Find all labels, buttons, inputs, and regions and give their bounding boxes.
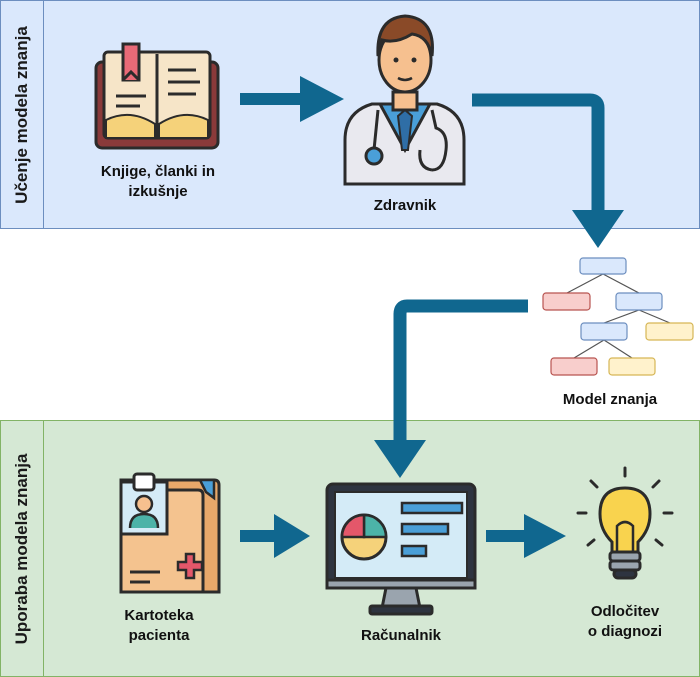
doctor-icon (343, 14, 466, 186)
model-label: Model znanja (562, 391, 658, 408)
decision-label: Odločitev o diagnozi (560, 602, 690, 642)
learning-panel-tab: Učenje modela znanja (1, 1, 44, 228)
doctor-label: Zdravnik (373, 197, 437, 214)
decision-label-line1: Odločitev (590, 603, 660, 620)
books-label-line2: izkušnje (128, 183, 188, 200)
books-label: Knjige, članki in izkušnje (80, 162, 236, 202)
patient-file-label-line1: Kartoteka (124, 607, 194, 624)
arrow-file-to-computer (240, 514, 310, 558)
computer-icon (325, 482, 477, 616)
patient-file-label: Kartoteka pacienta (96, 606, 222, 646)
computer-label: Računalnik (360, 627, 442, 644)
patient-file-icon (119, 472, 221, 594)
book-icon (94, 42, 220, 150)
knowledge-model-tree (542, 257, 694, 376)
arrow-books-to-doctor (240, 76, 344, 122)
patient-file-label-line2: pacienta (128, 627, 190, 644)
decision-label-line2: o diagnozi (587, 623, 663, 640)
books-label-line1: Knjige, članki in (100, 163, 216, 180)
lightbulb-icon (576, 466, 674, 580)
arrow-computer-to-decision (486, 514, 566, 558)
arrow-doctor-to-model (472, 93, 624, 248)
usage-panel-tab: Uporaba modela znanja (1, 421, 44, 676)
arrow-model-to-computer (374, 299, 528, 478)
